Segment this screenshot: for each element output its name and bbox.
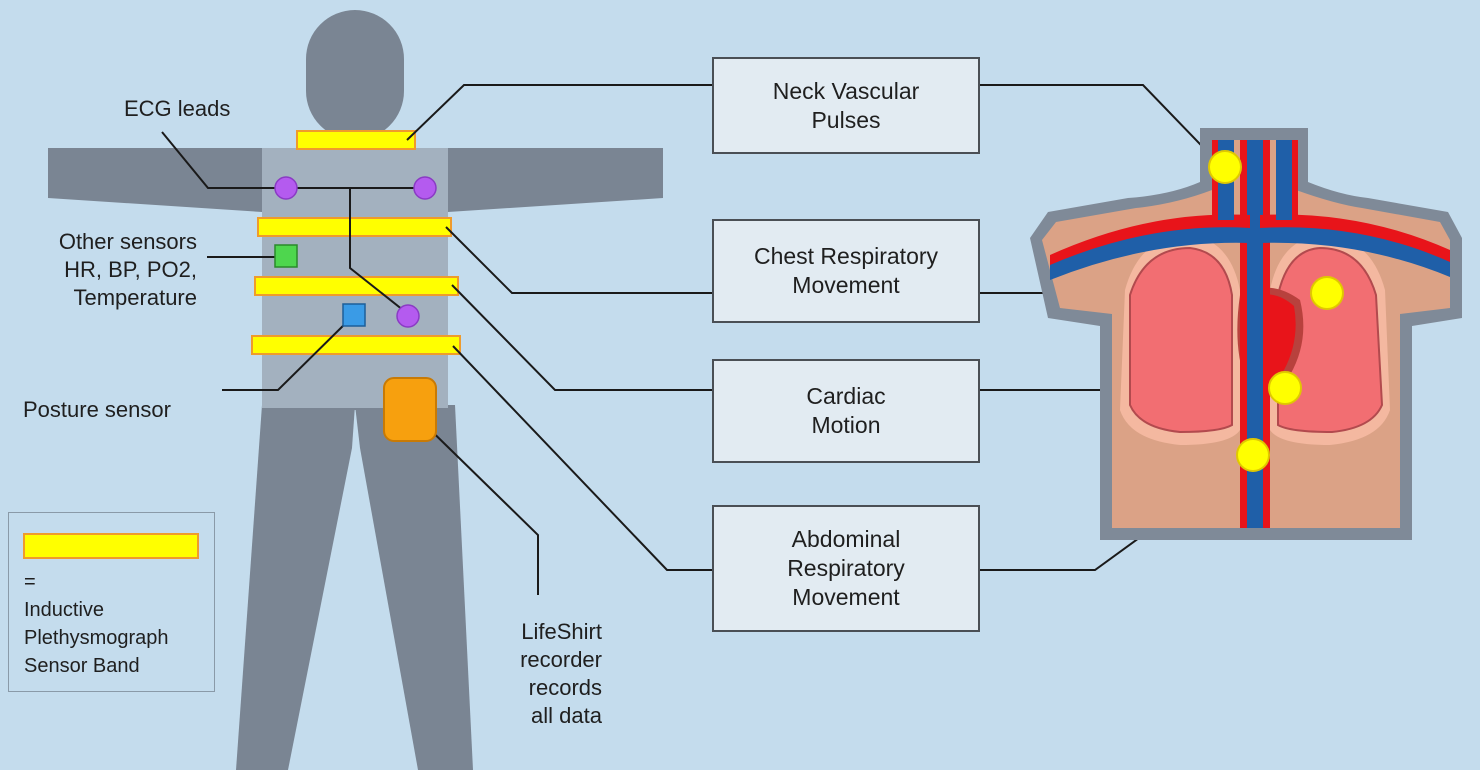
ecg-electrode-left (275, 177, 297, 199)
neck-band (297, 131, 415, 149)
lifeshirt-line-2: recorder (496, 646, 602, 674)
chest-band (258, 218, 451, 236)
right-leg (355, 405, 473, 770)
left-arm (48, 148, 262, 212)
marker-cardiac (1269, 372, 1301, 404)
legend-line-1: = (24, 568, 169, 596)
other-sensor-square (275, 245, 297, 267)
marker-neck (1209, 151, 1241, 183)
cardiac-box-line-1: Cardiac (806, 382, 885, 411)
cardiac-box-line-2: Motion (806, 411, 885, 440)
chest-box-line-2: Movement (754, 271, 938, 300)
anatomy-torso (1030, 128, 1462, 540)
lifeshirt-line-4: all data (496, 702, 602, 730)
ecg-electrode-right (414, 177, 436, 199)
lifeshirt-label: LifeShirt recorder records all data (496, 618, 602, 730)
legend: = Inductive Plethysmograph Sensor Band (8, 512, 215, 692)
legend-text: = Inductive Plethysmograph Sensor Band (24, 568, 169, 680)
marker-abdominal (1237, 439, 1269, 471)
lifeshirt-line-1: LifeShirt (496, 618, 602, 646)
posture-sensor-square (343, 304, 365, 326)
neck-vascular-pulses-box: Neck Vascular Pulses (712, 57, 980, 154)
posture-sensor-label: Posture sensor (23, 396, 171, 424)
chest-respiratory-movement-box: Chest Respiratory Movement (712, 219, 980, 323)
mid-band (255, 277, 458, 295)
left-leg (236, 405, 355, 770)
other-sensors-label: Other sensors HR, BP, PO2, Temperature (22, 228, 197, 312)
abdominal-box-line-2: Respiratory (787, 554, 905, 583)
ecg-electrode-lower (397, 305, 419, 327)
abdominal-respiratory-movement-box: Abdominal Respiratory Movement (712, 505, 980, 632)
legend-band-swatch (23, 533, 199, 559)
chest-box-line-1: Chest Respiratory (754, 242, 938, 271)
marker-chest (1311, 277, 1343, 309)
other-sensors-line-2: HR, BP, PO2, (22, 256, 197, 284)
neck-box-line-2: Pulses (773, 106, 920, 135)
ecg-leads-label: ECG leads (124, 95, 230, 123)
lifeshirt-line-3: records (496, 674, 602, 702)
abdominal-box-line-3: Movement (787, 583, 905, 612)
abdominal-band (252, 336, 460, 354)
lifeshirt-recorder (384, 378, 436, 441)
legend-line-2: Inductive (24, 596, 169, 624)
other-sensors-line-1: Other sensors (22, 228, 197, 256)
cardiac-motion-box: Cardiac Motion (712, 359, 980, 463)
abdominal-box-line-1: Abdominal (787, 525, 905, 554)
right-arm (448, 148, 663, 212)
legend-line-3: Plethysmograph (24, 624, 169, 652)
legend-line-4: Sensor Band (24, 652, 169, 680)
other-sensors-line-3: Temperature (22, 284, 197, 312)
neck-box-line-1: Neck Vascular (773, 77, 920, 106)
